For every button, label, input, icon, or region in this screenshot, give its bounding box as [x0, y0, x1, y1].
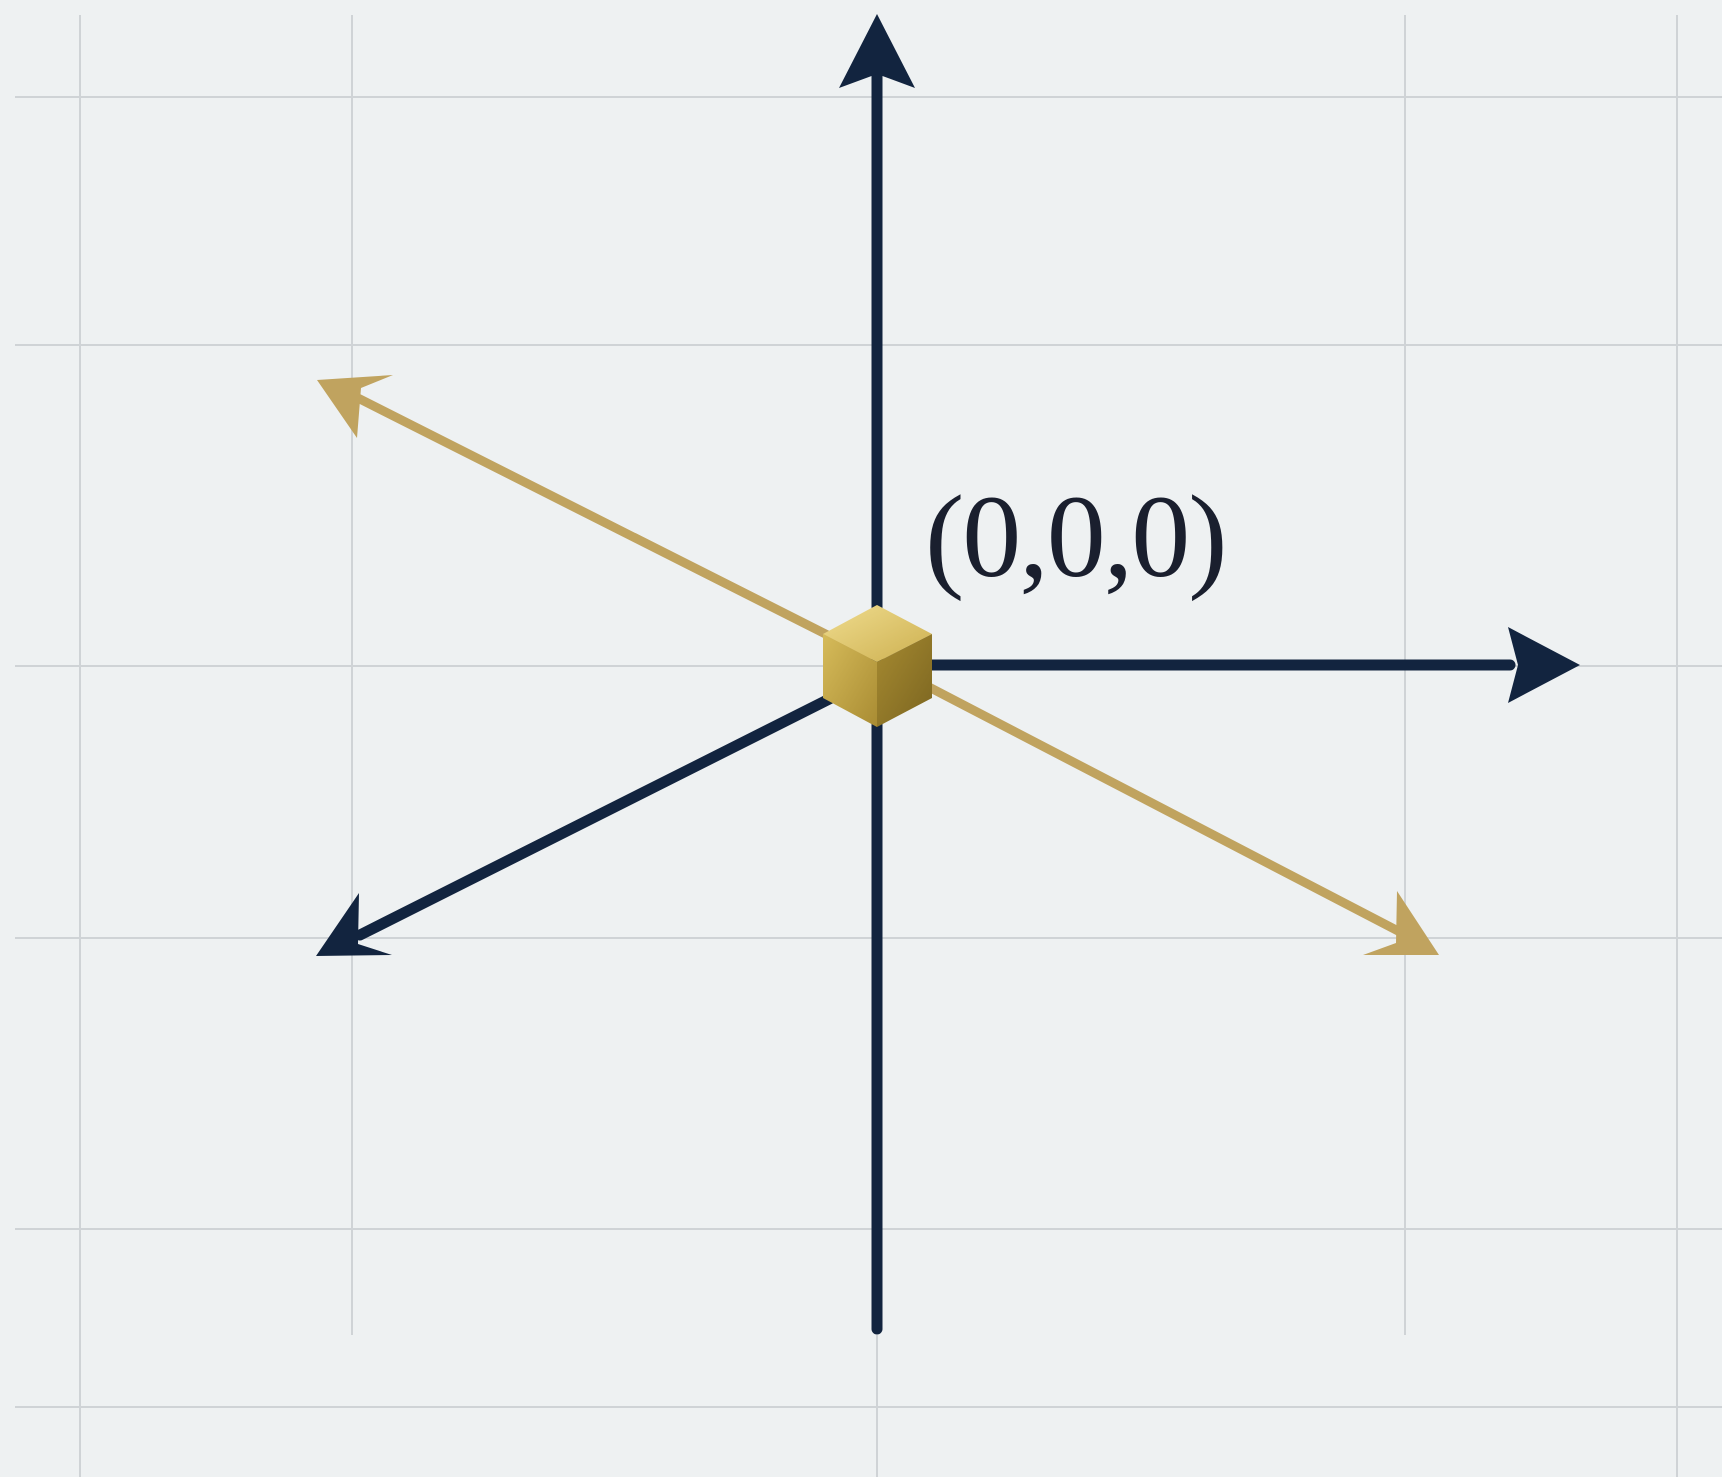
gold-axis-lower-right-shaft — [872, 655, 1405, 937]
cube-right-face — [877, 634, 932, 727]
gold-axis — [345, 389, 1405, 937]
cube-left-face — [823, 634, 877, 727]
gold-arrowhead-lower-right — [1363, 891, 1439, 955]
depth-axis-arrowhead — [316, 893, 392, 956]
origin-label: (0,0,0) — [925, 471, 1228, 602]
cube-top-face — [823, 605, 932, 662]
horizontal-axis-arrowhead — [1508, 627, 1580, 703]
navy-axes — [354, 64, 1516, 1335]
gold-arrowhead-upper-left — [317, 375, 393, 438]
gold-cube-icon — [823, 605, 932, 727]
gold-axis-upper-left-shaft — [345, 389, 882, 665]
depth-axis-shaft — [354, 669, 883, 941]
grid — [15, 15, 1722, 1477]
vertical-axis-arrowhead — [839, 14, 915, 88]
